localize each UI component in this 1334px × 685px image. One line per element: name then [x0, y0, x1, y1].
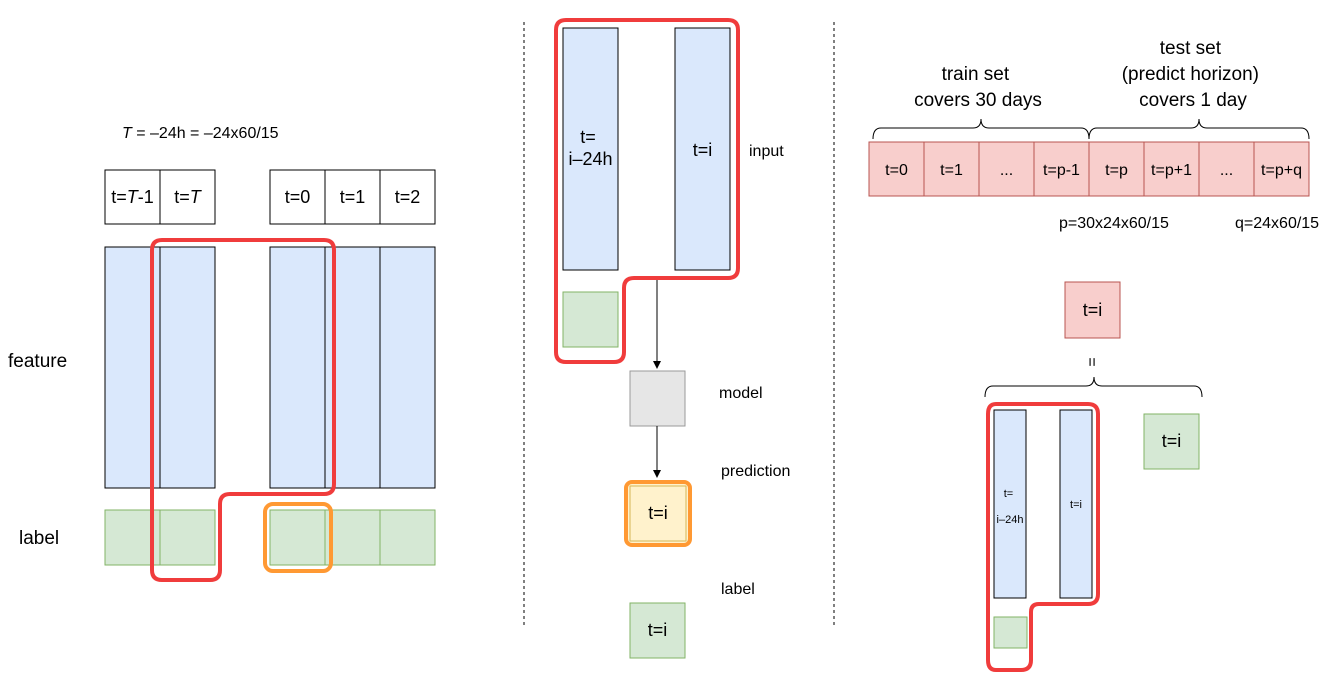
sample-label-box-label: t=i — [1162, 431, 1182, 451]
target-box — [1064, 281, 1121, 339]
sample-column-lag — [993, 409, 1027, 599]
header-t-T-minus-1: t=T-1 — [111, 187, 154, 207]
equals-sign: = — [1083, 357, 1100, 366]
input-column-lag-label: t= i–24h — [568, 127, 612, 169]
timeline-cell-label: t=p-1 — [1043, 162, 1080, 179]
timeline-cell-label: t=p+1 — [1151, 162, 1192, 179]
prediction-text: prediction — [721, 463, 790, 480]
input-column-current-label: t=i — [693, 140, 713, 160]
timeline-cell-label: t=p — [1105, 162, 1128, 179]
middle-label-box — [629, 602, 686, 659]
timeline-cell — [868, 141, 925, 197]
header-t-1: t=1 — [340, 187, 366, 207]
timeline-cell — [923, 141, 980, 197]
model-box — [629, 370, 686, 427]
sample-label-cell — [993, 616, 1028, 649]
timeline-cell-label: ... — [1000, 162, 1013, 179]
label-cell — [324, 509, 381, 566]
timeline-cell-label: t=1 — [940, 162, 963, 179]
right-panel: train set covers 30 days test set (predi… — [868, 38, 1319, 672]
timeline-cell — [1143, 141, 1200, 197]
label-cell — [269, 509, 326, 566]
sample-brace — [984, 376, 1203, 398]
sample-input-highlight — [986, 402, 1100, 672]
feature-columns — [104, 246, 436, 489]
timeline-cell-label: ... — [1220, 162, 1233, 179]
timeline-cell — [1088, 141, 1145, 197]
timeline-cell — [1253, 141, 1310, 197]
left-panel: T = –24h = –24x60/15 t=T-1 t=T t=0 t=1 t… — [8, 125, 436, 582]
label-cell — [159, 509, 216, 566]
sample-column-lag-label: t= i–24h — [997, 488, 1024, 526]
timeline-cells: t=0 t=1 ... t=p-1 t=p t=p+1 ... t=p+q — [868, 141, 1310, 197]
sample-column-current-label: t=i — [1070, 499, 1082, 511]
input-window-highlight — [150, 238, 336, 582]
feature-column — [379, 246, 436, 489]
test-set-title: test set (predict horizon) covers 1 day — [1122, 38, 1265, 111]
header-t-2: t=2 — [395, 187, 421, 207]
input-label-cell — [562, 291, 619, 348]
formula-text: T = –24h = –24x60/15 — [122, 125, 279, 142]
input-column-current — [674, 27, 731, 271]
timeline-cell-label: t=0 — [885, 162, 908, 179]
target-box-label: t=i — [1083, 300, 1103, 320]
timeline-cell — [1198, 141, 1255, 197]
middle-panel: t= i–24h t=i input model prediction t=i … — [554, 18, 790, 659]
input-column-lag — [562, 27, 619, 271]
label-cells — [104, 509, 436, 566]
feature-column — [269, 246, 326, 489]
feature-column — [159, 246, 216, 489]
header-t-T: t=T — [174, 187, 203, 207]
prediction-box-label: t=i — [648, 503, 668, 523]
timeline-cell — [1033, 141, 1090, 197]
p-definition: p=30x24x60/15 — [1059, 215, 1169, 232]
timeline-cell — [978, 141, 1035, 197]
model-text: model — [719, 385, 763, 402]
target-label-highlight — [263, 502, 333, 573]
prediction-box — [624, 480, 692, 547]
time-header: t=T-1 t=T t=0 t=1 t=2 — [104, 169, 436, 225]
header-t-0: t=0 — [285, 187, 311, 207]
train-set-brace — [872, 118, 1090, 140]
middle-label-text: label — [721, 581, 755, 598]
train-set-title: train set covers 30 days — [914, 64, 1042, 111]
timeline-cell-label: t=p+q — [1261, 162, 1302, 179]
input-text: input — [749, 143, 784, 160]
sample-label-box — [1143, 413, 1200, 470]
input-highlight — [554, 18, 740, 364]
middle-label-box-label: t=i — [648, 620, 668, 640]
sample-column-current — [1059, 409, 1093, 599]
label-cell — [379, 509, 436, 566]
test-set-brace — [1088, 118, 1310, 140]
q-definition: q=24x60/15 — [1235, 215, 1319, 232]
feature-row-label: feature — [8, 351, 67, 372]
label-row-label: label — [19, 528, 59, 549]
